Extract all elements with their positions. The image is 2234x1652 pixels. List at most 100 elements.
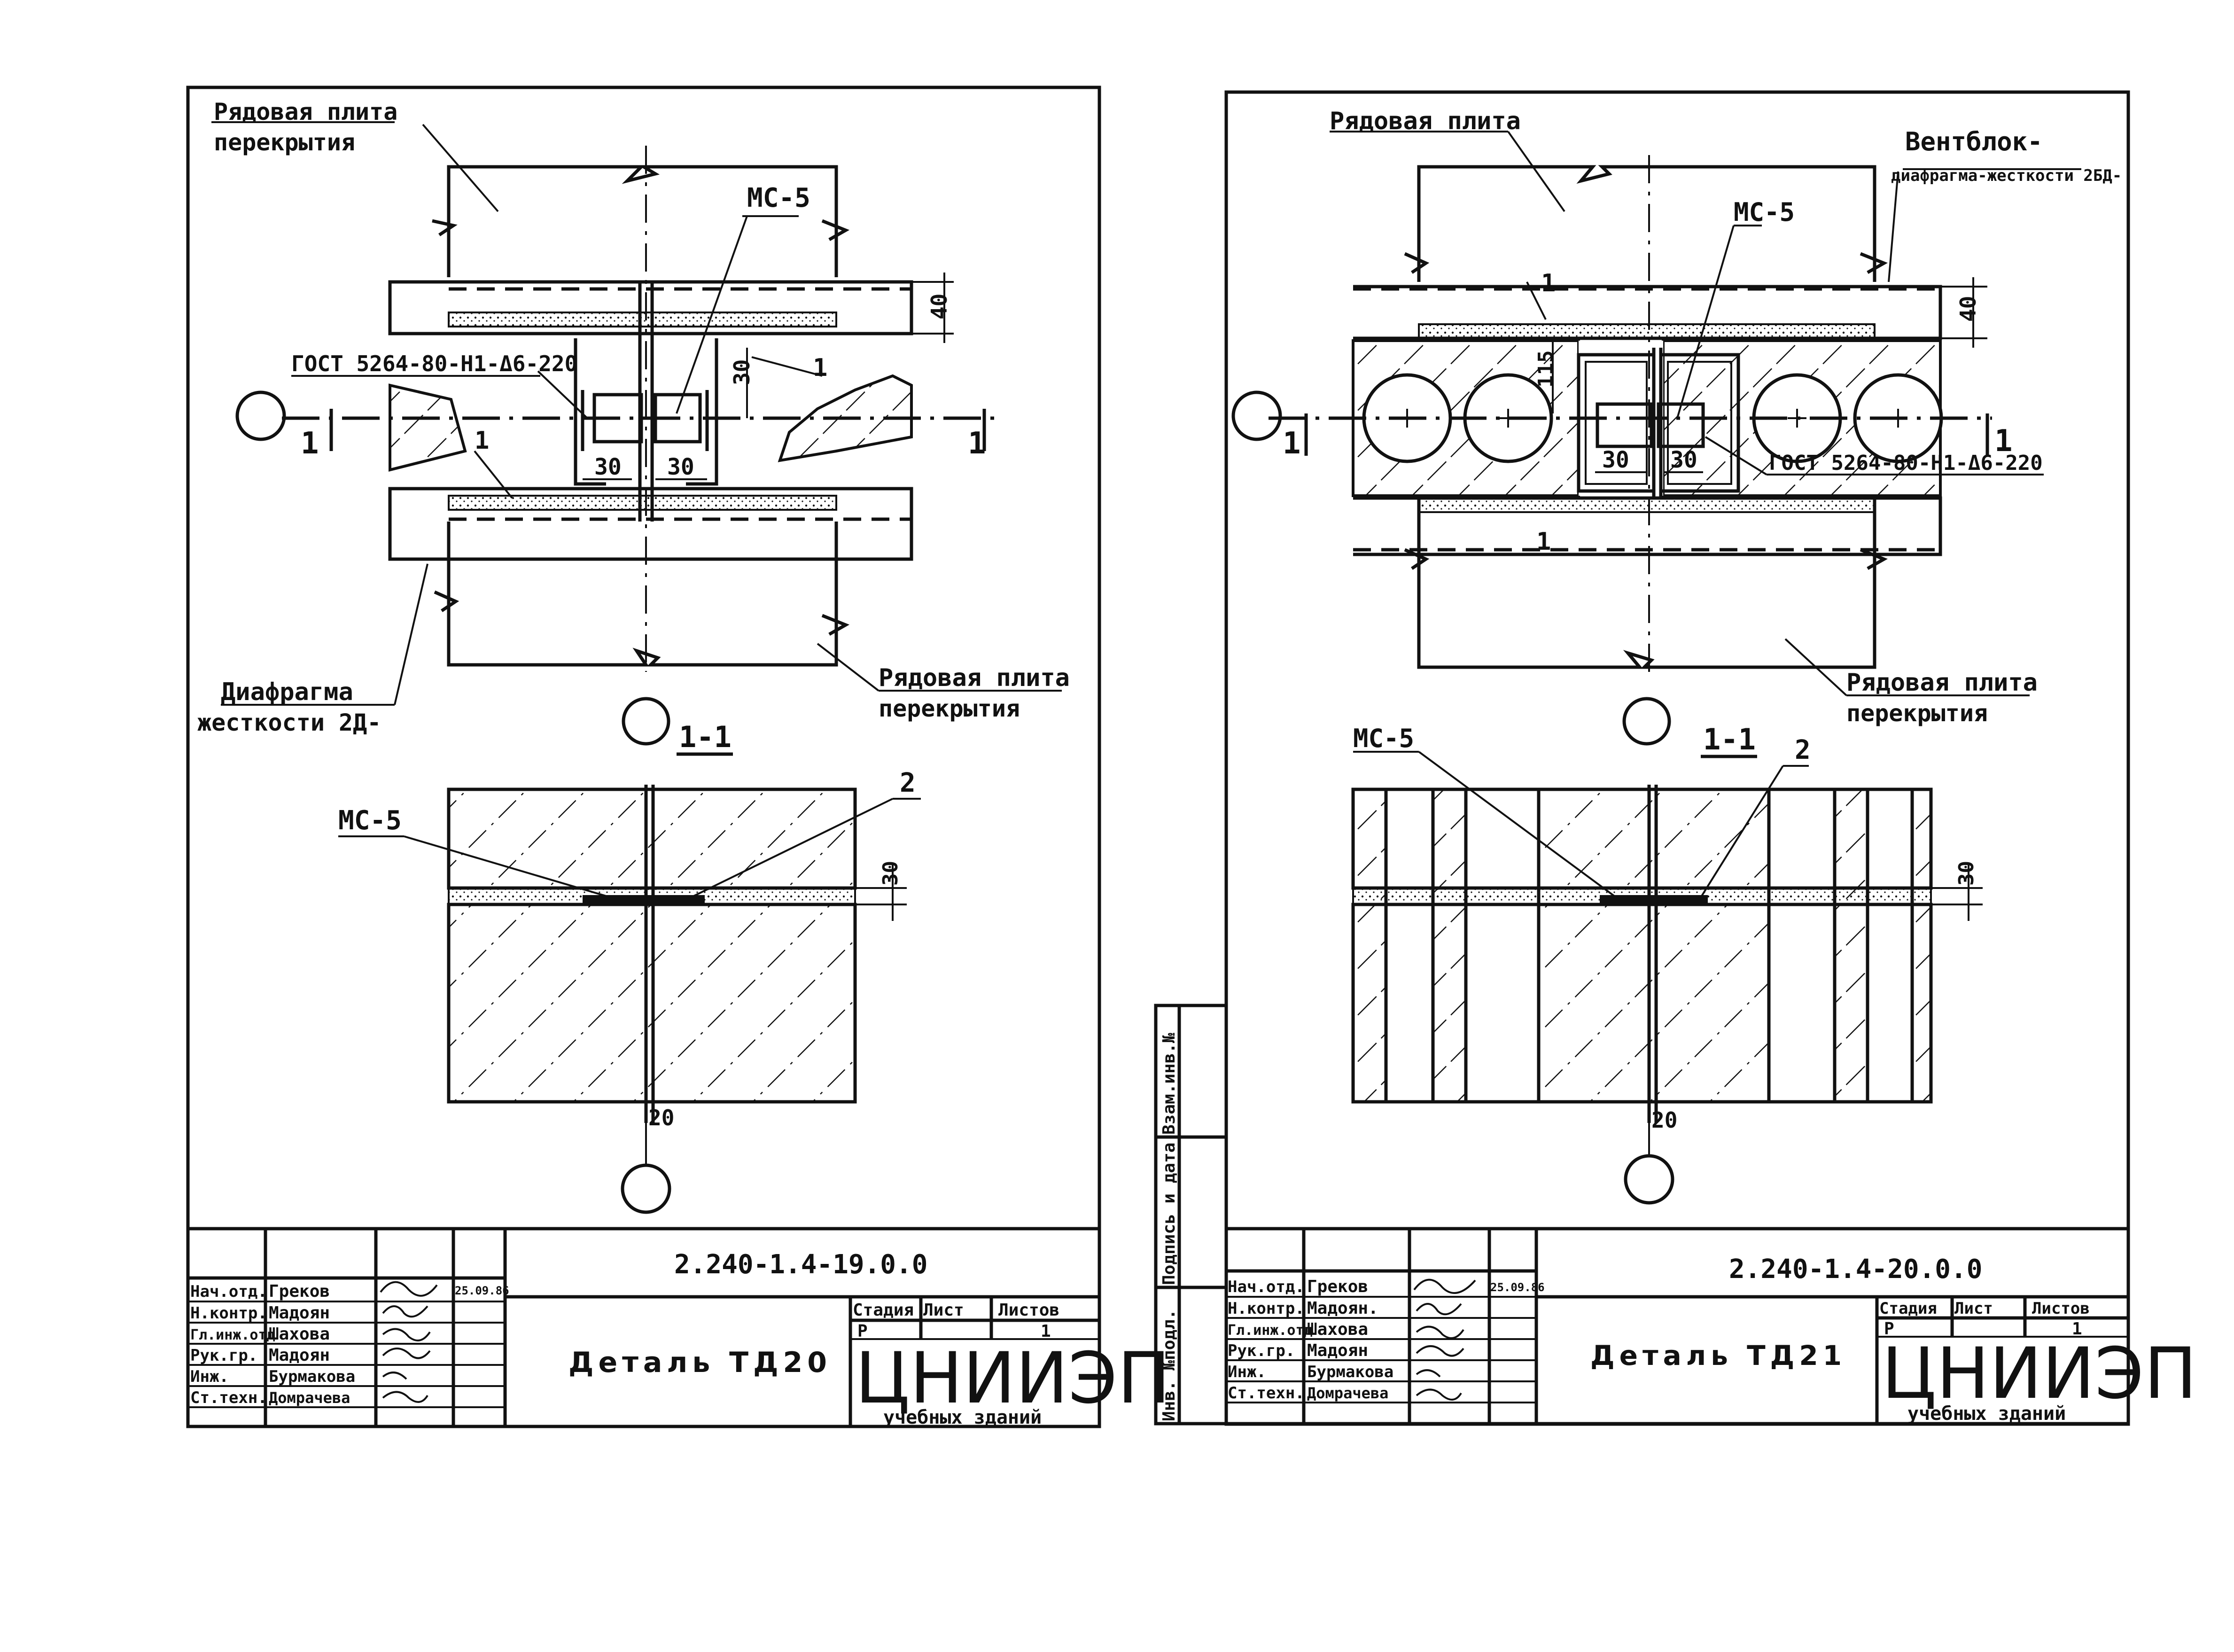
sheet-2-sheets: 1 xyxy=(2072,1319,2082,1339)
sheet-2-dim-20: 20 xyxy=(1651,1107,1677,1133)
sheet-1-dim-30a: 30 xyxy=(594,454,622,480)
sheet-2-role-4: Инж. xyxy=(1228,1363,1266,1381)
sheet-1-name-0: Греков xyxy=(269,1282,330,1301)
sheet-1-name-2: Шахова xyxy=(269,1325,330,1344)
sheet-2-dim-40: 40 xyxy=(1955,296,1981,322)
sheet-2-label-slab-bottom-1: Рядовая плита xyxy=(1846,669,2038,697)
sheet-2-name-4: Бурмакова xyxy=(1307,1363,1393,1381)
sheet-1-plan: 1 1 40 30 30 30 xyxy=(211,121,1062,746)
sheet-1-date: 25.09.86 xyxy=(455,1284,509,1297)
sheet-1-sheet-hdr: Лист xyxy=(923,1301,964,1320)
sheet-1-dim-30: 30 xyxy=(729,359,755,385)
sheet-1-role-1: Н.контр. xyxy=(190,1304,267,1323)
sheet-2-role-0: Нач.отд. xyxy=(1228,1278,1305,1296)
sheet-2-date: 25.09.86 xyxy=(1490,1281,1545,1294)
sheet-1-org-sub: учебных зданий xyxy=(883,1407,1042,1428)
sheet-2-name-3: Мадоян xyxy=(1307,1341,1368,1360)
sheet-1-stage-hdr: Стадия xyxy=(853,1301,914,1320)
sheet-2-role-3: Рук.гр. xyxy=(1228,1341,1295,1360)
sheet-2-sheets-hdr: Листов xyxy=(2032,1299,2090,1318)
sheet-1-doc-code: 2.240-1.4-19.0.0 xyxy=(674,1249,927,1280)
sheet-2-role-5: Ст.техн. xyxy=(1228,1384,1305,1403)
sheet-2-callout-2: 2 xyxy=(1795,735,1811,765)
sheet-1-sheets: 1 xyxy=(1041,1322,1051,1341)
sheet-2-org-sub: учебных зданий xyxy=(1907,1403,2066,1425)
sheet-1-role-4: Инж. xyxy=(190,1367,229,1386)
sheet-1-label-gost: ГОСТ 5264-80-Н1-Δ6-220 xyxy=(291,351,577,376)
sheet-2-label-mc5-plan: МС-5 xyxy=(1734,197,1795,227)
sheet-1-signatures xyxy=(380,1281,438,1403)
sheet-1-label-mc5-plan: МС-5 xyxy=(747,183,810,213)
sheet-2-name-2: Шахова xyxy=(1307,1320,1368,1339)
sheet-2-side-stamp: Инв. №подл. Подпись и дата Взам.инв.№ xyxy=(1154,1004,1228,1426)
sheet-1-role-3: Рук.гр. xyxy=(190,1346,257,1365)
sheet-2-label-slab-bottom-2: перекрытия xyxy=(1846,700,1988,727)
sheet-1-axis-mark-left: 1 xyxy=(301,426,319,461)
sheet-2-label-ventblock-1: Вентблок- xyxy=(1905,127,2043,156)
sheet-1-label-diaphragm-1: Диафрагма xyxy=(221,678,353,706)
sheet-2-callout-1b: 1 xyxy=(1536,528,1551,556)
sheet-2-label-slab-top: Рядовая плита xyxy=(1330,107,1521,135)
sheet-2-section-title: 1-1 xyxy=(1703,722,1756,756)
sheet-1-role-2: Гл.инж.отд xyxy=(190,1327,275,1343)
sheet-1: 1 1 40 30 30 30 xyxy=(186,86,1170,1428)
sheet-1-label-diaphragm-2: жесткости 2Д- xyxy=(197,709,381,736)
sheet-2-stamp-2: Взам.инв.№ xyxy=(1160,1033,1179,1135)
sheet-2-dim-30a: 30 xyxy=(1602,447,1629,473)
sheet-1-label-slab-top-2: перекрытия xyxy=(214,129,355,156)
sheet-1-detail-title: Деталь ТД20 xyxy=(568,1346,832,1379)
sheet-2-role-1: Н.контр. xyxy=(1228,1299,1305,1318)
sheet-1-title-block: Нач.отд. Н.контр. Гл.инж.отд Рук.гр. Инж… xyxy=(186,1227,1170,1428)
sheet-1-stage: Р xyxy=(857,1322,868,1341)
sheet-2-stamp-0: Инв. №подл. xyxy=(1160,1309,1179,1421)
sheet-1-label-slab-bottom-1: Рядовая плита xyxy=(879,664,1070,692)
sheet-1-dim-20: 20 xyxy=(648,1105,674,1130)
sheet-2-stage: Р xyxy=(1884,1319,1894,1339)
sheet-2-dim-30s: 30 xyxy=(1954,861,1978,886)
sheet-1-role-0: Нач.отд. xyxy=(190,1282,267,1301)
sheet-2-dim-30b: 30 xyxy=(1670,447,1697,473)
sheet-2-name-5: Домрачева xyxy=(1307,1384,1388,1402)
sheet-1-callout-1a: 1 xyxy=(813,354,827,382)
sheet-1-name-3: Мадоян xyxy=(269,1346,330,1365)
sheet-2-title-block: Нач.отд. Н.контр. Гл.инж.отд Рук.гр. Инж… xyxy=(1224,1227,2197,1426)
sheet-2-sheet-hdr: Лист xyxy=(1954,1299,1993,1318)
sheet-1-frame xyxy=(186,86,1101,1428)
sheet-2-name-0: Греков xyxy=(1307,1277,1368,1296)
sheet-1-name-1: Мадоян xyxy=(269,1303,330,1323)
sheet-1-role-5: Ст.техн. xyxy=(190,1388,267,1407)
sheet-2-label-gost: ГОСТ 5264-80-Н1-Δ6-220 xyxy=(1769,451,2043,475)
sheet-2-name-1: Мадоян. xyxy=(1307,1299,1378,1318)
sheet-2-section: 1-1 20 30 2 МС-5 xyxy=(1351,722,1983,1205)
sheet-2-detail-title: Деталь ТД21 xyxy=(1590,1340,1846,1371)
sheet-1-dim-30s: 30 xyxy=(879,861,903,886)
sheet-1-callout-2: 2 xyxy=(900,768,916,798)
sheet-1-dim-40: 40 xyxy=(926,294,952,319)
sheet-1-label-mc5-section: МС-5 xyxy=(338,805,402,836)
sheet-2-role-2: Гл.инж.отд xyxy=(1228,1322,1313,1339)
sheet-2-doc-code: 2.240-1.4-20.0.0 xyxy=(1729,1254,1982,1285)
sheet-1-label-slab-top-1: Рядовая плита xyxy=(214,98,397,125)
sheet-2-signatures xyxy=(1413,1278,1476,1401)
sheet-2-plan: 1 1 40 115 30 30 xyxy=(1231,131,2081,746)
sheet-2-callout-1a: 1 xyxy=(1541,269,1556,297)
sheet-2-label-ventblock-2: диафрагма-жесткости 2БД- xyxy=(1891,166,2122,185)
sheet-1-section-title: 1-1 xyxy=(679,720,732,754)
sheet-1-label-slab-bottom-2: перекрытия xyxy=(879,695,1020,722)
sheet-2: 1 1 40 115 30 30 xyxy=(1154,90,2197,1426)
sheet-1-sheets-hdr: Листов xyxy=(998,1301,1059,1320)
sheet-2-frame xyxy=(1224,90,2130,1426)
sheet-2-axis-mark-right: 1 xyxy=(1994,424,2013,459)
sheet-1-name-4: Бурмакова xyxy=(269,1367,355,1386)
sheet-1-name-5: Домрачева xyxy=(269,1389,350,1407)
sheet-1-org: ЦНИИЭП xyxy=(855,1338,1170,1419)
sheet-1-callout-1b: 1 xyxy=(475,427,489,455)
sheet-2-stage-hdr: Стадия xyxy=(1879,1299,1937,1318)
sheet-2-axis-mark-left: 1 xyxy=(1283,426,1301,461)
sheet-2-stamp-1: Подпись и дата xyxy=(1160,1143,1179,1285)
sheet-1-section: 1-1 20 30 2 МС-5 xyxy=(338,720,921,1214)
sheet-2-org: ЦНИИЭП xyxy=(1882,1333,2197,1415)
sheet-2-label-mc5-section: МС-5 xyxy=(1353,724,1414,753)
sheet-2-dim-115: 115 xyxy=(1534,351,1558,388)
